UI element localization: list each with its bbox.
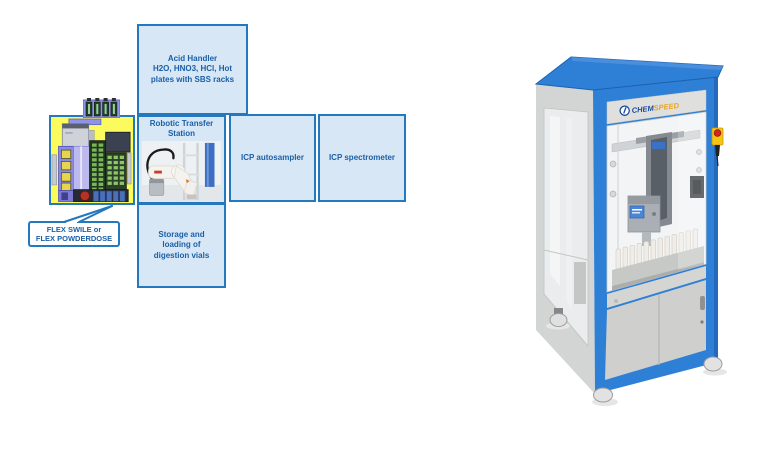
machine-mid-band: [607, 266, 706, 308]
icp-spectrometer-label: ICP spectrometer: [328, 152, 396, 162]
flex-device-box: [49, 115, 135, 205]
flex-callout: FLEX SWILE or FLEX POWDERDOSE: [28, 221, 120, 247]
machine-feet: [546, 308, 727, 406]
machine-header-panel: [606, 89, 707, 125]
icp-autosampler-label: ICP autosampler: [241, 152, 304, 162]
emergency-stop-button: [711, 127, 724, 167]
instrument-cabinet-photo: CHEMSPEED: [534, 56, 727, 406]
robotic-transfer-label: Robotic Transfer Station: [149, 119, 214, 139]
logo-text-secondary: SPEED: [653, 101, 680, 113]
flex-module-illustration: [51, 118, 132, 202]
machine-top-cap: [534, 56, 724, 91]
chemspeed-logo-icon: CHEMSPEED: [619, 101, 680, 116]
logo-text-primary: CHEM: [631, 104, 655, 115]
acid-handler-label: Acid Handler H2O, HNO3, HCl, Hot plates …: [150, 53, 235, 84]
diagram-box-storage: Storage and loading of digestion vials: [137, 203, 226, 288]
diagram-box-icp-autosampler: ICP autosampler: [229, 114, 316, 202]
robot-arm-photo: [141, 140, 222, 202]
machine-interior: [609, 112, 706, 291]
diagram-box-robotic-transfer-station: Robotic Transfer Station: [137, 115, 226, 204]
vial-rack-icon: [83, 98, 120, 118]
svg-text:CHEMSPEED: CHEMSPEED: [631, 101, 680, 115]
storage-label: Storage and loading of digestion vials: [153, 229, 210, 260]
door-handle-slot: [700, 296, 705, 310]
diagram-box-icp-spectrometer: ICP spectrometer: [318, 114, 406, 202]
machine-front-face: CHEMSPEED: [593, 77, 724, 394]
machine-left-side: [536, 84, 595, 394]
flex-callout-label: FLEX SWILE or FLEX POWDERDOSE: [35, 224, 113, 243]
machine-lower-cabinet: [605, 280, 706, 380]
diagram-box-acid-handler: Acid Handler H2O, HNO3, HCl, Hot plates …: [137, 24, 248, 115]
